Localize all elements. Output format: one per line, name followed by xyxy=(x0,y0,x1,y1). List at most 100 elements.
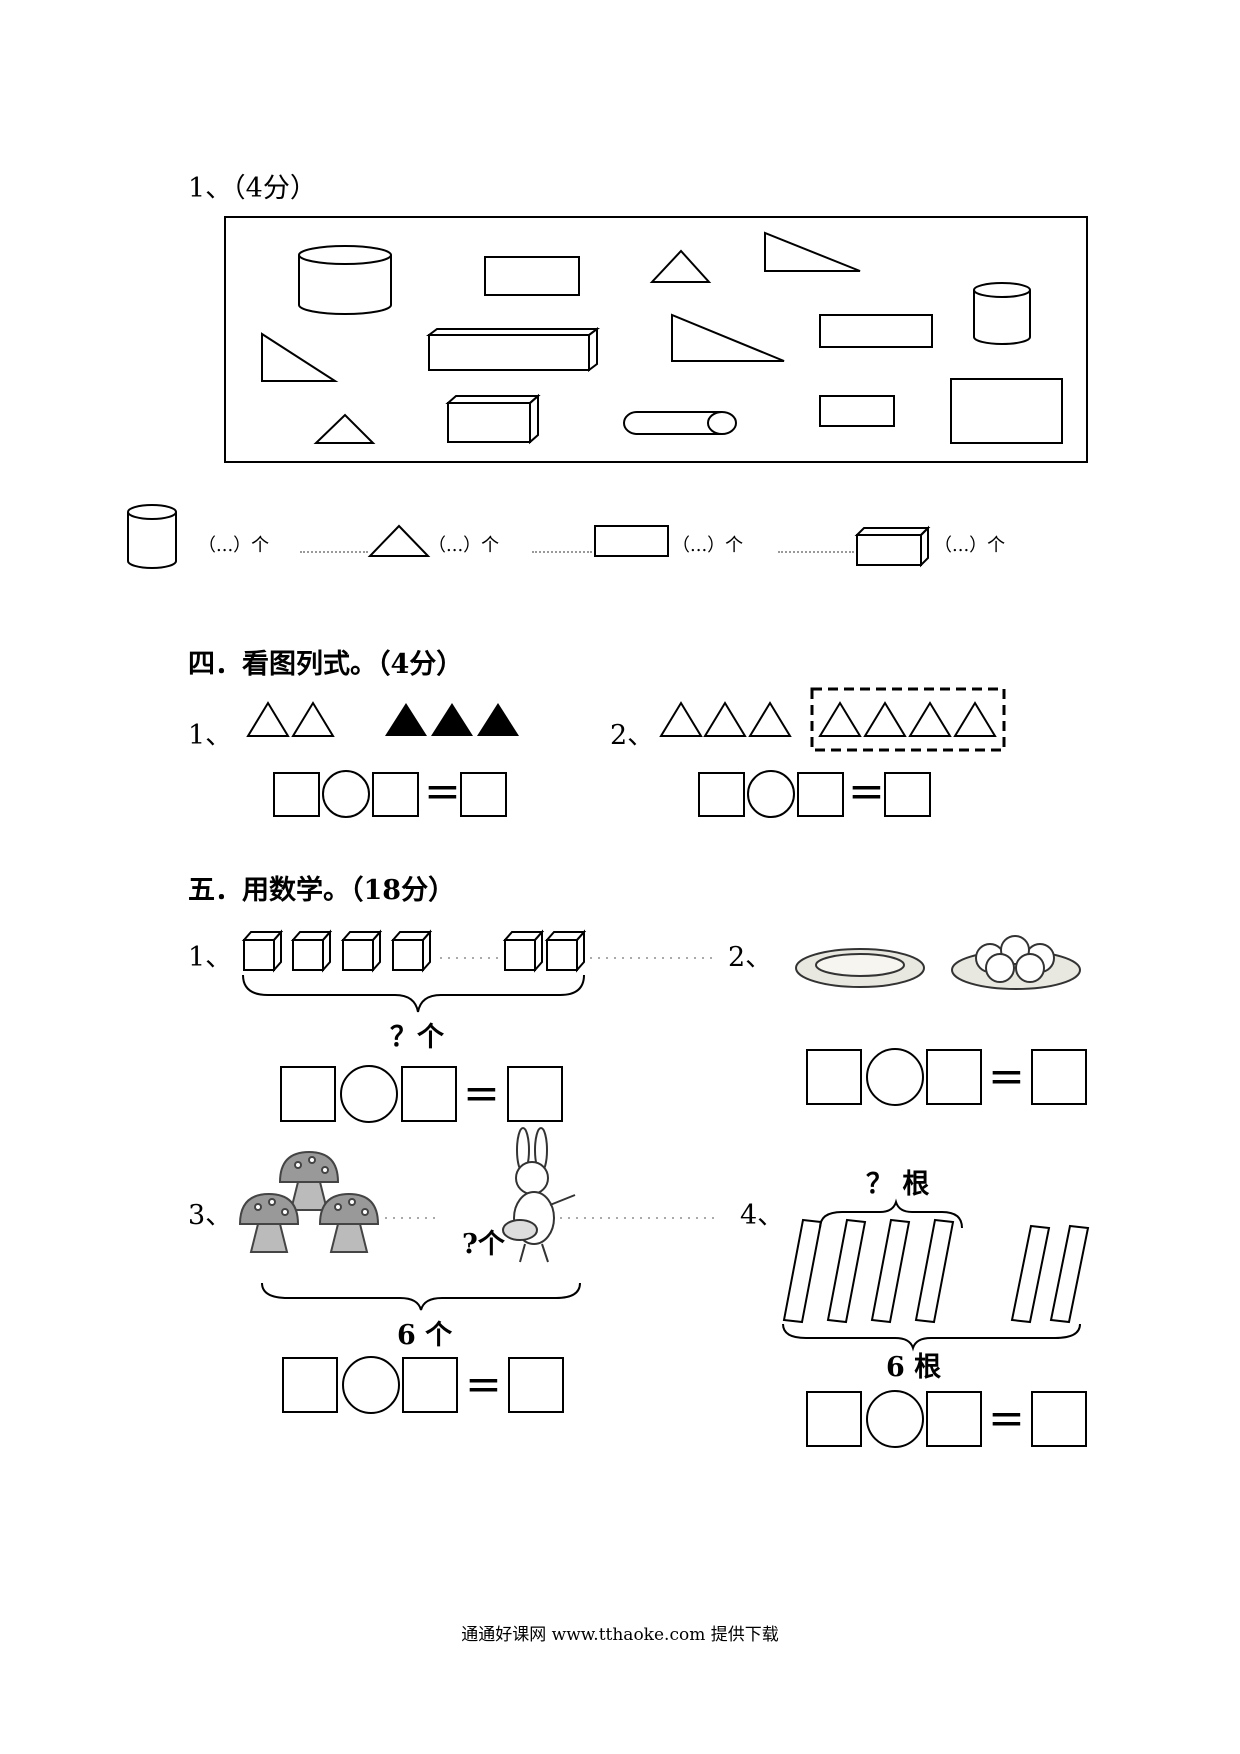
curly-brace xyxy=(242,974,585,1013)
cylinder-lying-icon xyxy=(623,411,737,435)
square-icon xyxy=(950,378,1063,444)
dashed-box xyxy=(810,687,1006,752)
answer-box[interactable] xyxy=(926,1049,982,1105)
mushroom-icon xyxy=(238,1192,300,1253)
rectangle-1-icon xyxy=(484,256,580,296)
cube-icon xyxy=(241,929,284,973)
answer-box[interactable] xyxy=(507,1066,563,1122)
right-triangle-3-icon xyxy=(671,313,785,362)
stick-icon xyxy=(782,1218,823,1324)
count-cylinder-icon xyxy=(127,504,177,569)
q1-label: 1、（4分） xyxy=(188,173,317,204)
right-triangle-2-icon xyxy=(261,332,339,382)
equals-sign: = xyxy=(424,766,461,817)
answer-box[interactable] xyxy=(273,772,320,817)
curly-brace xyxy=(261,1282,581,1311)
answer-box[interactable] xyxy=(282,1357,338,1413)
s4-p2-label: 2、 xyxy=(610,720,655,751)
s5-p3-question: ?个 xyxy=(462,1229,505,1260)
cylinder-small-icon xyxy=(973,282,1031,345)
answer-box[interactable] xyxy=(460,772,507,817)
s5-p3-label: 3、 xyxy=(188,1200,233,1231)
answer-box[interactable] xyxy=(1031,1391,1087,1447)
cuboid-long-icon xyxy=(426,327,600,372)
stick-icon xyxy=(1010,1224,1051,1324)
cube-icon xyxy=(502,929,545,973)
operator-circle[interactable] xyxy=(866,1390,924,1448)
stick-icon xyxy=(826,1218,867,1324)
s5-p4-total: 6 根 xyxy=(886,1352,942,1383)
operator-circle[interactable] xyxy=(340,1065,398,1123)
answer-box[interactable] xyxy=(926,1391,982,1447)
count-blank-3[interactable]: （...）个 xyxy=(672,535,744,556)
cube-icon xyxy=(390,929,433,973)
hollow-triangle-icon xyxy=(703,701,747,737)
hollow-triangle-icon xyxy=(246,701,290,737)
answer-box[interactable] xyxy=(1031,1049,1087,1105)
answer-box[interactable] xyxy=(372,772,419,817)
triangle-1-icon xyxy=(649,249,712,283)
filled-triangle-icon xyxy=(431,703,473,736)
answer-box[interactable] xyxy=(508,1357,564,1413)
hollow-triangle-icon xyxy=(818,701,862,737)
count-blank-1[interactable]: （...）个 xyxy=(198,535,270,556)
count-cuboid-icon xyxy=(854,525,931,568)
shapes-box xyxy=(224,216,1088,463)
hollow-triangle-icon xyxy=(953,701,997,737)
cube-icon xyxy=(340,929,383,973)
s4-p1-label: 1、 xyxy=(188,720,233,751)
rabbit-with-basket-icon xyxy=(502,1127,576,1263)
dotted-line xyxy=(300,551,368,553)
stick-icon xyxy=(870,1218,911,1324)
filled-triangle-icon xyxy=(385,703,427,736)
equals-sign: = xyxy=(988,1393,1025,1444)
answer-box[interactable] xyxy=(884,772,931,817)
operator-circle[interactable] xyxy=(866,1048,924,1106)
curly-brace xyxy=(782,1323,1081,1352)
hollow-triangle-icon xyxy=(659,701,703,737)
cube-icon xyxy=(290,929,333,973)
stick-icon xyxy=(1049,1224,1090,1324)
section4-title: 四．看图列式。（4分） xyxy=(188,649,464,680)
hollow-triangle-icon xyxy=(863,701,907,737)
operator-circle[interactable] xyxy=(747,770,795,818)
count-rectangle-icon xyxy=(594,525,669,557)
hollow-triangle-icon xyxy=(908,701,952,737)
rectangle-3-icon xyxy=(819,395,895,427)
mushroom-icon xyxy=(318,1192,380,1253)
section5-title: 五．用数学。（18分） xyxy=(188,875,456,906)
answer-box[interactable] xyxy=(797,772,844,817)
answer-box[interactable] xyxy=(401,1066,457,1122)
triangle-2-icon xyxy=(313,413,376,444)
s5-p1-question: ？个 xyxy=(390,1022,444,1053)
stick-icon xyxy=(914,1218,955,1324)
right-triangle-1-icon xyxy=(764,231,861,272)
answer-box[interactable] xyxy=(402,1357,458,1413)
curly-brace xyxy=(819,1198,963,1229)
answer-box[interactable] xyxy=(806,1049,862,1105)
filled-triangle-icon xyxy=(477,703,519,736)
equals-sign: = xyxy=(463,1068,500,1119)
dotted-line xyxy=(532,551,592,553)
answer-box[interactable] xyxy=(698,772,745,817)
operator-circle[interactable] xyxy=(342,1356,400,1414)
count-blank-4[interactable]: （...）个 xyxy=(934,535,1006,556)
empty-plate-icon xyxy=(795,948,925,988)
answer-box[interactable] xyxy=(280,1066,336,1122)
s5-p4-question: ？ 根 xyxy=(866,1169,930,1200)
cylinder-large-icon xyxy=(298,245,392,315)
footer-text: 通通好课网 www.tthaoke.com 提供下载 xyxy=(461,1625,779,1645)
equals-sign: = xyxy=(848,766,885,817)
operator-circle[interactable] xyxy=(322,770,370,818)
count-blank-2[interactable]: （...）个 xyxy=(428,535,500,556)
answer-box[interactable] xyxy=(806,1391,862,1447)
s5-p1-label: 1、 xyxy=(188,942,233,973)
s5-p2-label: 2、 xyxy=(728,942,773,973)
equals-sign: = xyxy=(988,1051,1025,1102)
